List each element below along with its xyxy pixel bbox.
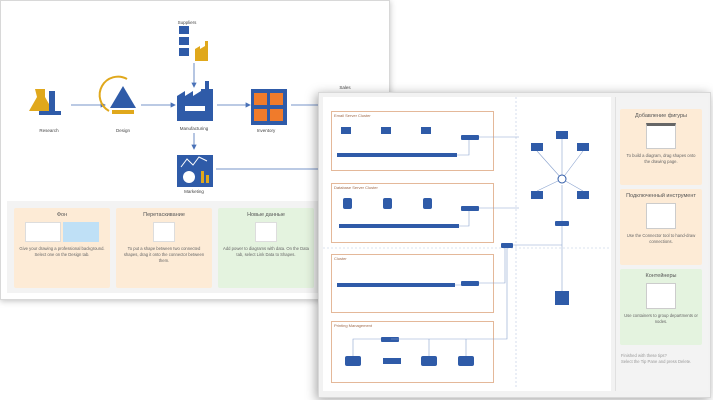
background-preview <box>18 222 106 242</box>
tip-text: Add power to diagrams with data. On the … <box>223 246 309 257</box>
tip-card-drag: Перетаскивание To put a shape between tw… <box>116 208 212 288</box>
tip-title: Перетаскивание <box>143 212 185 218</box>
container-title: Printing Management <box>334 323 373 328</box>
marketing-icon <box>177 155 213 187</box>
fax-icon <box>421 356 437 366</box>
computer-icon <box>556 131 568 139</box>
container-icon <box>646 283 676 309</box>
tip-title: Подключенный инструмент <box>626 193 696 199</box>
server-icon <box>381 127 391 134</box>
router-icon <box>501 243 513 248</box>
factory-icon <box>177 81 213 121</box>
node-label: Marketing <box>184 189 204 194</box>
computer-icon <box>531 191 543 199</box>
bus-cluster <box>337 283 455 287</box>
tip-text: Use the Connector tool to hand-draw conn… <box>626 233 696 244</box>
drag-preview-icon <box>153 222 175 242</box>
tip-title: Новые данные <box>247 212 285 218</box>
container-database[interactable]: Database Server Cluster <box>331 183 494 243</box>
container-title: Database Server Cluster <box>334 185 378 190</box>
database-icon <box>383 198 392 209</box>
network-diagram <box>323 97 611 389</box>
tip-footer-line2: Select the Tip Pane and press Delete. <box>621 359 692 364</box>
tip-title: Добавление фигуры <box>635 113 687 119</box>
link-data-icon <box>255 222 277 242</box>
research-icon <box>29 89 61 115</box>
inventory-icon <box>251 89 287 125</box>
container-title: Cluster <box>334 256 347 261</box>
tip-card-add-shapes: Добавление фигуры To build a diagram, dr… <box>620 109 702 185</box>
printer-icon <box>458 356 474 366</box>
switch-icon <box>555 221 569 226</box>
tip-text: Give your drawing a professional backgro… <box>19 246 105 257</box>
tip-card-connector: Подключенный инструмент Use the Connecto… <box>620 189 702 265</box>
tip-text: Use containers to group departments or n… <box>624 313 698 324</box>
tip-title: Контейнеры <box>645 273 677 279</box>
tip-card-background: Фон Give your drawing a professional bac… <box>14 208 110 288</box>
tip-text: To put a shape between two connected sha… <box>123 246 205 263</box>
node-label: Design <box>115 128 130 133</box>
firewall-icon <box>555 291 569 305</box>
computer-icon <box>577 191 589 199</box>
switch-icon <box>461 281 479 286</box>
switch-icon <box>461 135 479 140</box>
printer-icon <box>345 356 361 366</box>
container-printing[interactable]: Printing Management <box>331 321 494 383</box>
database-icon <box>423 198 432 209</box>
tip-card-containers: Контейнеры Use containers to group depar… <box>620 269 702 345</box>
connector-icon <box>646 203 676 229</box>
container-title: Email Server Cluster <box>334 113 371 118</box>
front-window: Email Server Cluster Database Server Clu… <box>318 92 711 398</box>
node-label: Research <box>39 128 59 133</box>
design-icon <box>98 75 136 114</box>
computer-icon <box>577 143 589 151</box>
tip-card-data: Новые данные Add power to diagrams with … <box>218 208 314 288</box>
computer-icon <box>531 143 543 151</box>
scanner-icon <box>383 358 401 364</box>
node-label: Suppliers <box>177 20 197 25</box>
tip-footer-line1: Finished with these tips? <box>621 353 667 358</box>
node-label: Inventory <box>256 128 276 133</box>
bus-database <box>339 224 459 228</box>
server-icon <box>341 127 351 134</box>
add-shapes-icon <box>646 123 676 149</box>
suppliers-icon <box>179 26 208 61</box>
switch-icon <box>461 206 479 211</box>
container-email[interactable]: Email Server Cluster <box>331 111 494 171</box>
tip-text: To build a diagram, drag shapes onto the… <box>626 153 696 164</box>
node-label: Sales <box>339 85 351 90</box>
bus-email <box>337 153 457 157</box>
database-icon <box>343 198 352 209</box>
server-icon <box>421 127 431 134</box>
switch-icon <box>381 337 399 342</box>
tip-title: Фон <box>56 212 68 218</box>
process-diagram <box>29 26 331 187</box>
node-label: Manufacturing <box>179 126 209 131</box>
hub-icon <box>557 174 567 184</box>
